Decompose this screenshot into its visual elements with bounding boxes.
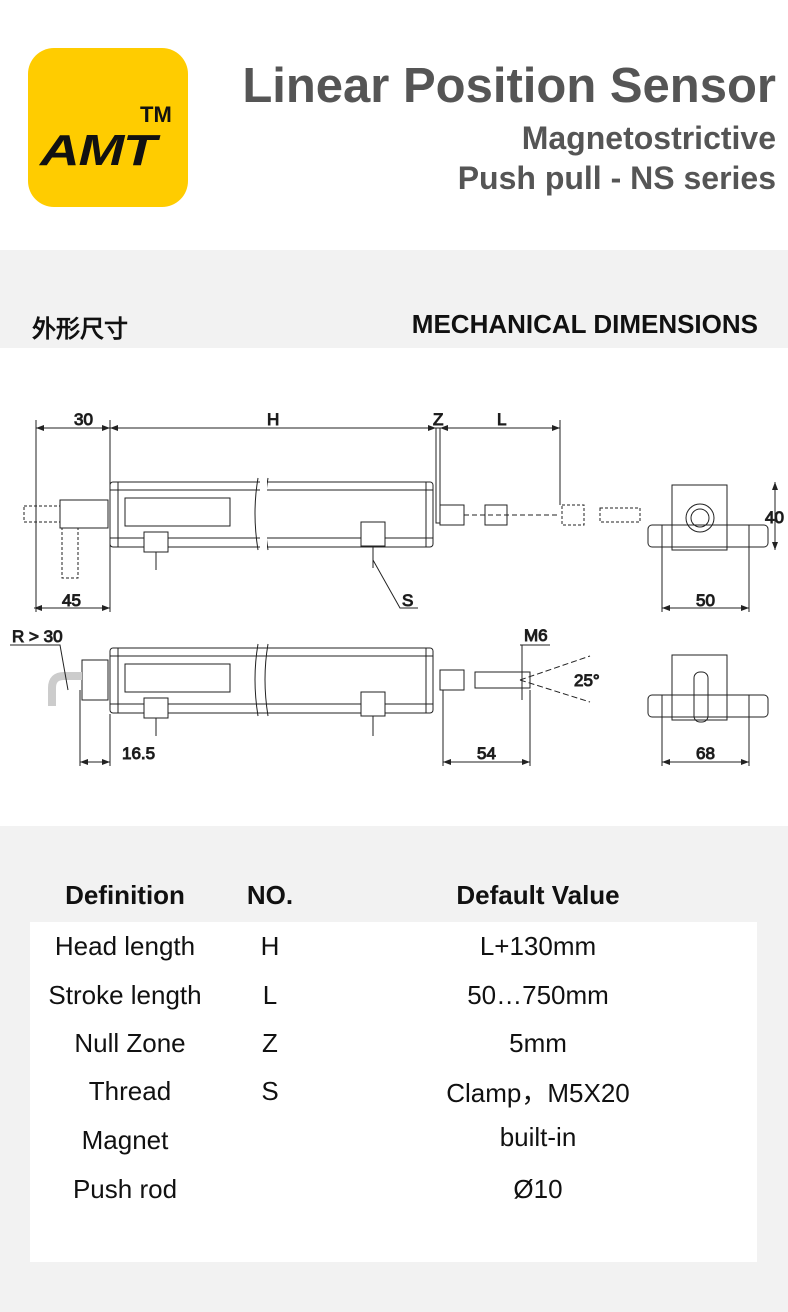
cell-value: 50…750mm [467, 980, 609, 1010]
cell-no: L [262, 980, 278, 1010]
cell-definition: Magnet [81, 1125, 169, 1155]
dim-54-label: 54 [477, 744, 496, 763]
section-band [0, 250, 788, 348]
spec-table-body [30, 922, 757, 1262]
amt-logo: AMT TM [28, 48, 188, 207]
mechanical-drawing: 30 H Z L 45 S 40 50 [10, 410, 784, 766]
dim-45-label: 45 [62, 591, 81, 610]
cell-definition: Head length [54, 931, 196, 961]
cell-definition: Stroke length [48, 980, 202, 1010]
subtitle-series: Push pull - NS series [457, 160, 776, 196]
cell-value: Ø10 [513, 1174, 563, 1204]
header-default-value: Default Value [456, 880, 620, 910]
dim-68-label: 68 [696, 744, 715, 763]
dim-r-label: R > 30 [12, 627, 63, 646]
dim-l-label: L [497, 410, 506, 429]
dim-m6-label: M6 [524, 626, 548, 645]
section-title-cn: 外形尺寸 [32, 315, 128, 343]
cell-no: Z [262, 1028, 278, 1058]
sensor-side-view-top [23, 420, 778, 612]
cell-no: H [260, 931, 280, 961]
dim-30-label: 30 [74, 410, 93, 429]
cell-value: 5mm [509, 1028, 567, 1058]
section-title-en: MECHANICAL DIMENSIONS [411, 309, 758, 339]
dim-z-label: Z [433, 410, 443, 429]
cell-value: L+130mm [479, 931, 597, 961]
page-title: Linear Position Sensor [242, 59, 776, 113]
cell-definition: Thread [88, 1076, 172, 1106]
cell-no: S [261, 1076, 279, 1106]
dim-25-degree-label: 25° [574, 671, 600, 690]
cell-definition: Push rod [72, 1174, 178, 1204]
header-definition: Definition [65, 880, 185, 910]
cell-definition: Null Zone [74, 1028, 186, 1058]
cell-value: built-in [499, 1122, 577, 1152]
subtitle-technology: Magnetostrictive [521, 120, 776, 156]
dim-16-5-label: 16.5 [122, 744, 155, 763]
logo-trademark: TM [140, 102, 172, 127]
dim-40-label: 40 [765, 508, 784, 527]
dim-50-label: 50 [696, 591, 715, 610]
header-no: NO. [246, 880, 294, 910]
dim-s-label: S [402, 591, 413, 610]
cell-value: Clamp，M5X20 [446, 1078, 630, 1108]
logo-text: AMT [40, 126, 157, 175]
dim-h-label: H [267, 410, 279, 429]
sensor-side-view-bottom [10, 643, 769, 766]
